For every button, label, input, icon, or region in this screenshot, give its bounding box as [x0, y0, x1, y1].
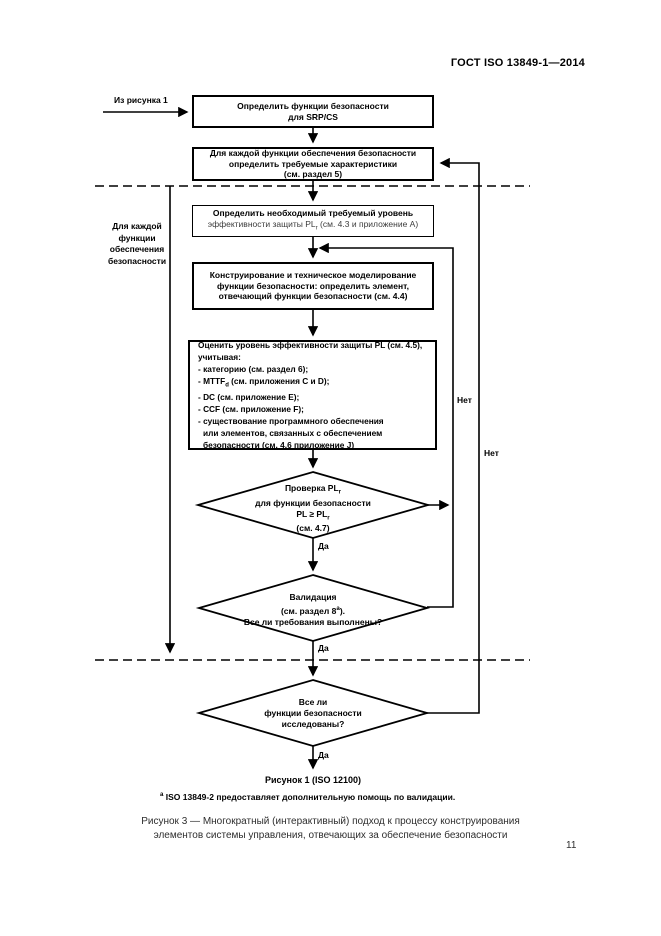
no-label-outer-loop: Нет: [484, 448, 499, 458]
yes-label-2: Да: [318, 643, 329, 653]
process-box-design-realisation: Конструирование и техническое моделирова…: [192, 262, 434, 310]
page-number: 11: [566, 840, 577, 851]
decision-validation-text: Валидация (см. раздел 8а). Все ли требов…: [243, 592, 383, 627]
no-label-inner-loop: Нет: [457, 395, 472, 405]
figure-caption-line1: Рисунок 3 — Многократный (интерактивный)…: [141, 816, 520, 827]
loop-scope-label: Для каждой функции обеспечения безопасно…: [107, 221, 167, 266]
terminal-reference-figure1: Рисунок 1 (ISO 12100): [264, 775, 362, 785]
yes-label-1: Да: [318, 541, 329, 551]
process-box-define-safety-functions: Определить функции безопасности для SRP/…: [192, 95, 434, 128]
entry-label-from-figure-1: Из рисунка 1: [114, 95, 168, 105]
figure-caption-line2: элементов системы управления, отвечающих…: [153, 829, 508, 841]
footnote-marker: а: [160, 791, 164, 798]
plr-subscript: r: [315, 224, 318, 232]
decision-all-functions-text: Все ли функции безопасности исследованы?: [264, 697, 362, 729]
figure-caption: Рисунок 3 — Многократный (интерактивный)…: [0, 815, 661, 842]
footnote: а ISO 13849-2 предоставляет дополнительн…: [160, 791, 456, 802]
page-header-standard-number: ГОСТ ISO 13849-1—2014: [450, 57, 585, 69]
process-box-determine-plr: Определить необходимый требуемый уровень…: [192, 205, 434, 237]
yes-label-3: Да: [318, 750, 329, 760]
mttfd-subscript: d: [225, 382, 229, 389]
footnote-reference: а: [336, 605, 340, 612]
process-box-required-characteristics: Для каждой функции обеспечения безопасно…: [192, 147, 434, 181]
process-box-evaluate-pl: Оценить уровень эффективности защиты PL …: [188, 340, 437, 450]
decision-pl-check-text: Проверка PLr для функции безопасности PL…: [255, 483, 371, 534]
